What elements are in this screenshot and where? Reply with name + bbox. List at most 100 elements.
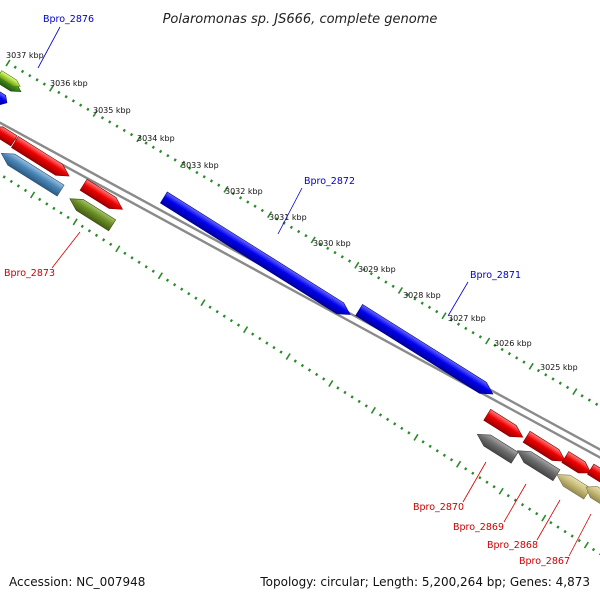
- genome-backbone: [0, 121, 600, 459]
- scale-label: 3035 kbp: [93, 106, 131, 115]
- minor-tick: [109, 242, 113, 246]
- minor-tick: [94, 233, 99, 238]
- label-leader-line: [37, 26, 61, 69]
- minor-tick: [9, 179, 13, 184]
- major-tick: [157, 272, 163, 280]
- minor-tick: [246, 200, 250, 204]
- minor-tick: [314, 372, 319, 377]
- gene-bpro-2871[interactable]: [355, 304, 497, 399]
- minor-tick: [527, 507, 532, 511]
- minor-tick: [115, 124, 119, 128]
- minor-tick: [595, 402, 599, 406]
- minor-tick: [478, 335, 482, 339]
- major-tick: [328, 379, 334, 387]
- minor-tick: [151, 269, 155, 273]
- minor-tick: [536, 368, 541, 373]
- tick-track: [2, 59, 600, 556]
- gene-label-bpro-2868[interactable]: Bpro_2868: [487, 540, 538, 551]
- gene-lime-edge[interactable]: [0, 70, 22, 90]
- minor-tick: [522, 360, 526, 364]
- gene-label-bpro-2869[interactable]: Bpro_2869: [453, 522, 504, 533]
- label-leader-line: [462, 461, 487, 503]
- minor-tick: [385, 417, 390, 422]
- minor-tick: [87, 229, 92, 233]
- major-tick: [572, 388, 578, 396]
- minor-tick: [513, 498, 518, 502]
- gene-bpro-2870[interactable]: [474, 429, 519, 464]
- gene-bpro-2873[interactable]: [66, 193, 117, 232]
- major-tick: [223, 185, 229, 193]
- minor-tick: [202, 175, 206, 179]
- minor-tick: [16, 184, 21, 188]
- major-tick: [413, 433, 419, 441]
- minor-tick: [20, 69, 25, 74]
- minor-tick: [194, 296, 198, 300]
- minor-tick: [343, 390, 347, 395]
- major-tick: [115, 245, 121, 253]
- gene-red-g[interactable]: [587, 463, 600, 486]
- minor-tick: [151, 145, 155, 149]
- gene-red-e[interactable]: [522, 430, 569, 466]
- gene-blue-edge[interactable]: [0, 90, 10, 108]
- minor-tick: [195, 170, 199, 175]
- minor-tick: [336, 386, 340, 390]
- minor-tick: [471, 471, 475, 475]
- gene-label-bpro-2870[interactable]: Bpro_2870: [413, 502, 464, 513]
- minor-tick: [318, 242, 323, 246]
- minor-tick: [413, 297, 417, 301]
- minor-tick: [400, 426, 404, 431]
- minor-tick: [378, 413, 383, 417]
- gene-features: [0, 65, 600, 507]
- minor-tick: [172, 283, 177, 287]
- gene-label-bpro-2871[interactable]: Bpro_2871: [470, 270, 521, 281]
- minor-tick: [535, 511, 539, 516]
- label-leader-line: [568, 513, 592, 557]
- gene-red-d[interactable]: [483, 408, 526, 442]
- minor-tick: [591, 547, 596, 552]
- gene-red-a[interactable]: [0, 122, 18, 147]
- minor-tick: [471, 330, 475, 335]
- minor-tick: [108, 120, 112, 124]
- gene-steelblue[interactable]: [0, 148, 65, 197]
- minor-tick: [556, 525, 560, 529]
- scale-label: 3037 kbp: [6, 51, 44, 60]
- minor-tick: [222, 314, 226, 318]
- minor-tick: [129, 132, 134, 137]
- minor-tick: [35, 78, 39, 82]
- gene-label-bpro-2872[interactable]: Bpro_2872: [304, 176, 355, 187]
- minor-tick: [80, 224, 84, 229]
- gene-label-bpro-2873[interactable]: Bpro_2873: [4, 268, 55, 279]
- gene-label-bpro-2867[interactable]: Bpro_2867: [519, 556, 570, 567]
- gene-bpro-2869[interactable]: [514, 445, 561, 482]
- minor-tick: [100, 116, 105, 120]
- label-leader-line: [51, 231, 81, 269]
- minor-tick: [393, 422, 397, 426]
- minor-tick: [551, 377, 555, 381]
- minor-tick: [38, 197, 42, 202]
- scale-label: 3025 kbp: [540, 363, 578, 372]
- minor-tick: [215, 309, 219, 314]
- label-leader-line: [447, 281, 469, 317]
- minor-tick: [421, 440, 425, 444]
- minor-tick: [79, 103, 83, 107]
- major-tick: [370, 406, 376, 414]
- minor-tick: [500, 347, 504, 352]
- minor-tick: [166, 153, 170, 158]
- gene-red-c[interactable]: [79, 178, 126, 214]
- minor-tick: [187, 292, 191, 296]
- scale-label: 3032 kbp: [225, 187, 263, 196]
- minor-tick: [333, 250, 337, 255]
- minor-tick: [369, 271, 373, 276]
- minor-tick: [275, 217, 279, 221]
- minor-tick: [406, 293, 410, 297]
- minor-tick: [59, 211, 63, 215]
- gene-bpro-2868[interactable]: [553, 469, 592, 500]
- minor-tick: [86, 107, 90, 112]
- minor-tick: [563, 529, 567, 534]
- minor-tick: [297, 229, 301, 234]
- gene-red-b[interactable]: [11, 136, 72, 181]
- minor-tick: [2, 175, 6, 179]
- gene-red-f[interactable]: [561, 451, 594, 479]
- gene-bpro-2872[interactable]: [159, 191, 353, 320]
- gene-label-bpro-2876[interactable]: Bpro_2876: [43, 14, 94, 25]
